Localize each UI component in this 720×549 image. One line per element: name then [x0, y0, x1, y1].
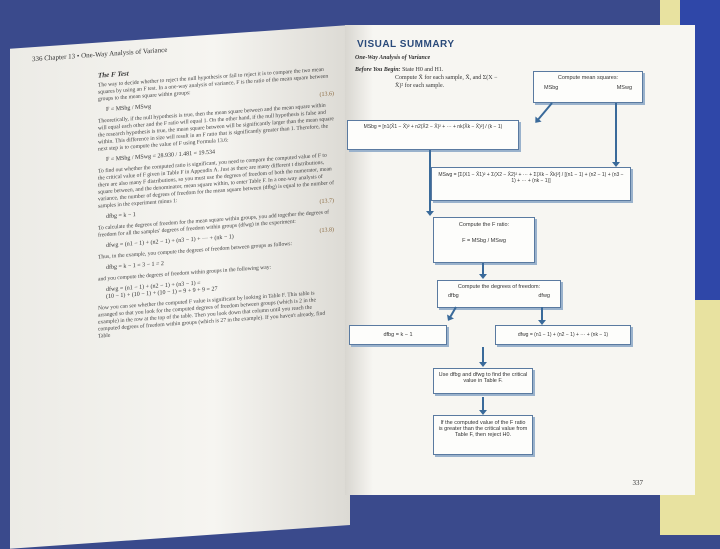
critical-value-box: Use dfbg and dfwg to find the critical v…	[433, 368, 533, 394]
visual-summary-subtitle: One-Way Analysis of Variance	[355, 55, 431, 61]
compute-mean-squares-box: Compute mean squares: MSbg MSwg	[533, 71, 643, 103]
arrow	[479, 347, 487, 367]
arrow	[449, 306, 457, 318]
left-body: The F Test The way to decide whether to …	[98, 56, 334, 344]
compute-f-ratio-box: Compute the F ratio: F = MSbg / MSwg	[433, 217, 535, 263]
dfwg-box: dfwg = (n1 − 1) + (n2 − 1) + ··· + (nk −…	[495, 325, 631, 345]
right-page: VISUAL SUMMARY One-Way Analysis of Varia…	[345, 25, 695, 495]
arrow	[612, 103, 620, 167]
reject-decision-box: If the computed value of the F ratio is …	[433, 415, 533, 455]
compute-degrees-of-freedom-box: Compute the degrees of freedom: dfbg dfw…	[437, 280, 561, 308]
arrow	[426, 150, 434, 216]
msbg-formula-box: MSbg = [n1(X̄1 − X̄)² + n2(X̄2 − X̄)² + …	[347, 120, 519, 150]
mswg-formula-box: MSwg = [Σ(X1 − X̄1)² + Σ(X2 − X̄2)² + ··…	[431, 167, 631, 201]
open-book: 336 Chapter 13 • One-Way Analysis of Var…	[10, 25, 700, 549]
arrow	[479, 263, 487, 279]
left-page: 336 Chapter 13 • One-Way Analysis of Var…	[10, 25, 350, 549]
arrow	[479, 397, 487, 415]
dfbg-box: dfbg = k − 1	[349, 325, 447, 345]
page-number: 337	[632, 479, 644, 487]
arrow	[538, 307, 546, 325]
arrow	[537, 102, 553, 121]
running-header: 336 Chapter 13 • One-Way Analysis of Var…	[32, 45, 168, 64]
visual-summary-title: VISUAL SUMMARY	[357, 39, 455, 50]
before-you-begin: Before You Begin: State H0 and H1. Compu…	[355, 67, 498, 89]
